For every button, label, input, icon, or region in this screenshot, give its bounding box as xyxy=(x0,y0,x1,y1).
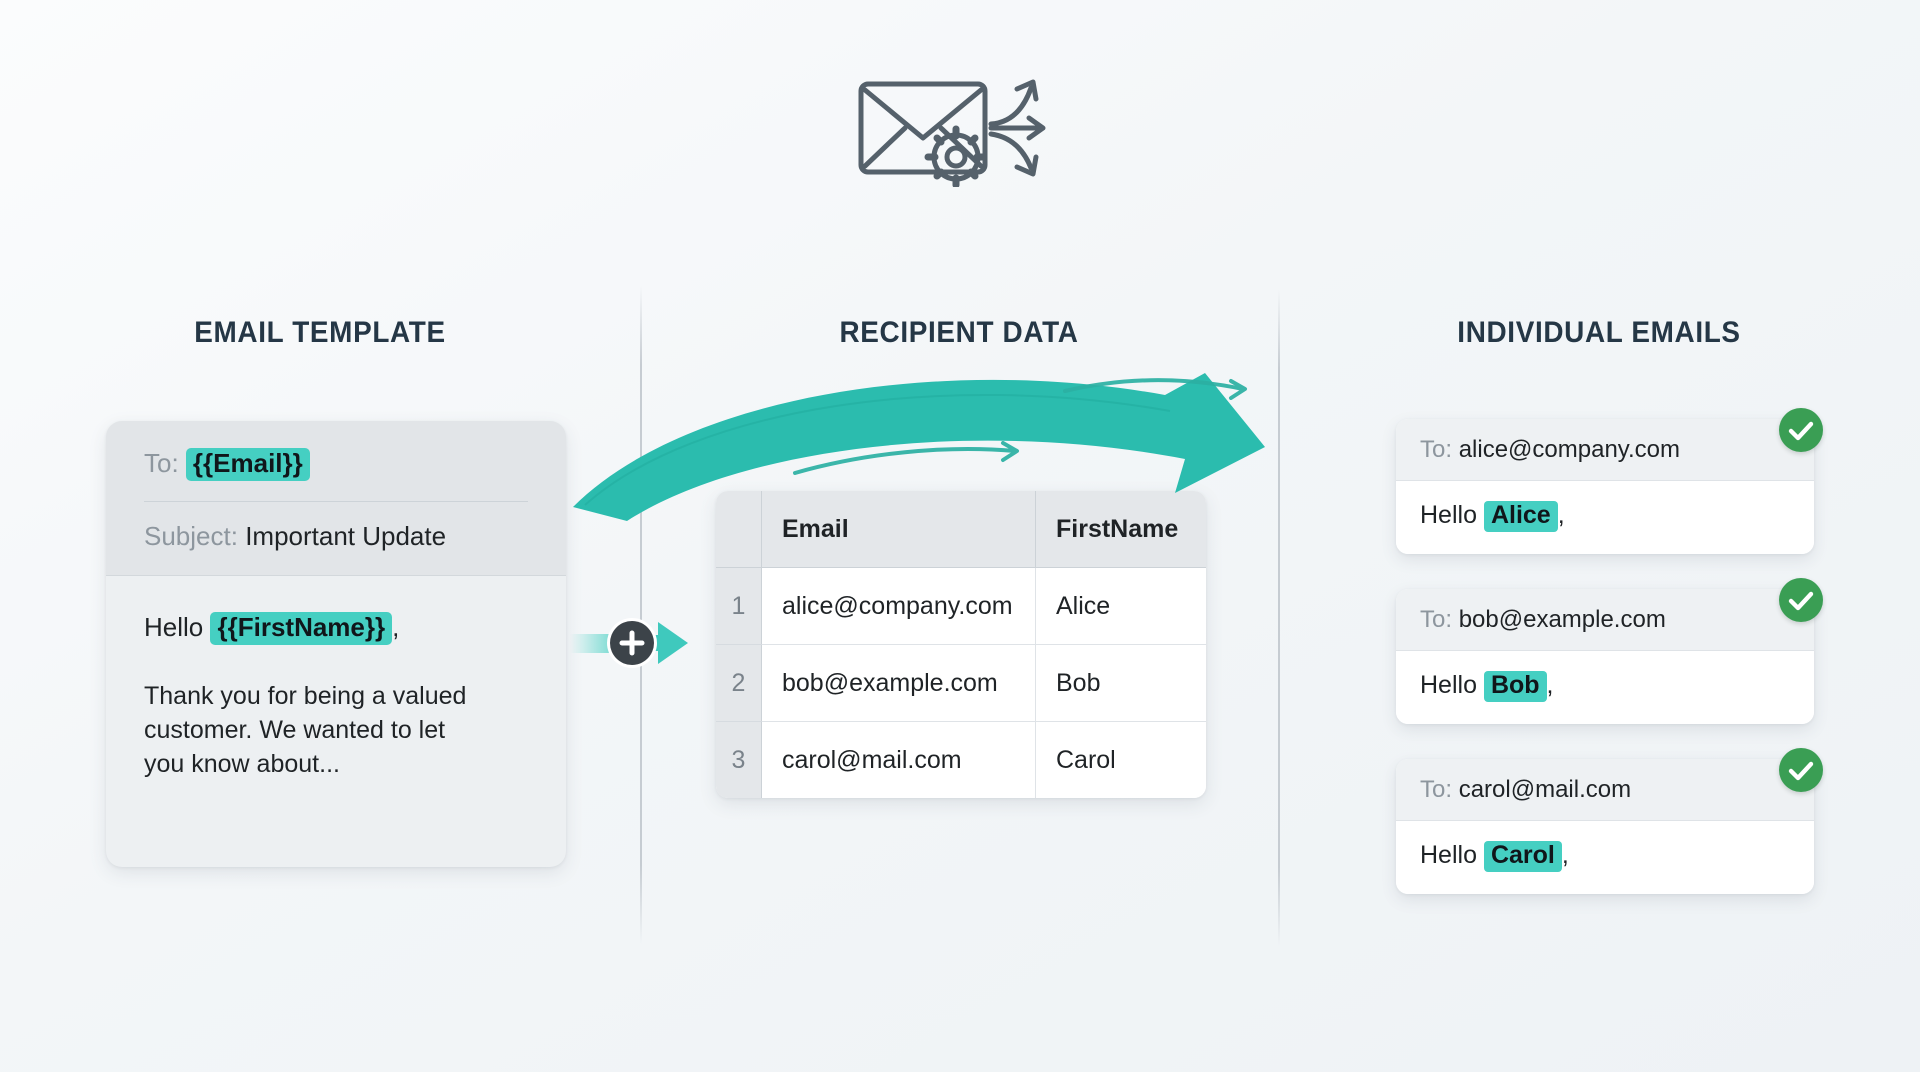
output-merged-name: Carol xyxy=(1483,841,1562,872)
template-to-label: To: xyxy=(144,448,179,478)
output-to-label: To: xyxy=(1420,776,1453,803)
sent-check-icon xyxy=(1779,578,1823,622)
template-header: To: {{Email}} Subject: Important Update xyxy=(106,421,566,576)
table-row[interactable]: 3 carol@mail.com Carol xyxy=(716,721,1206,798)
template-greeting-prefix: Hello xyxy=(144,611,204,642)
cell-email[interactable]: carol@mail.com xyxy=(761,721,1036,798)
template-greeting-line: Hello {{FirstName}}, xyxy=(144,611,528,645)
output-merged-name: Bob xyxy=(1483,671,1547,702)
template-to-token[interactable]: {{Email}} xyxy=(185,448,310,482)
email-template-card[interactable]: To: {{Email}} Subject: Important Update … xyxy=(106,421,566,867)
output-greeting-prefix: Hello xyxy=(1420,841,1477,869)
individual-email-card[interactable]: To: alice@company.com Hello Alice, xyxy=(1396,419,1814,554)
template-header-rule xyxy=(144,501,528,503)
heading-recipient-data: RECIPIENT DATA xyxy=(839,316,1079,349)
merge-flow-arrow-icon xyxy=(565,355,1415,525)
heading-individual-emails: INDIVIDUAL EMAILS xyxy=(1457,316,1741,349)
output-to-value: bob@example.com xyxy=(1458,606,1666,633)
sent-check-icon xyxy=(1779,408,1823,452)
output-greeting-row: Hello Carol, xyxy=(1396,821,1814,894)
envelope-gear-distribute-icon xyxy=(855,62,1065,189)
output-greeting-suffix: , xyxy=(1546,671,1554,699)
row-index: 2 xyxy=(716,644,762,722)
divider-data-output xyxy=(1278,290,1280,946)
template-body: Hello {{FirstName}}, Thank you for being… xyxy=(106,576,566,781)
heading-email-template: EMAIL TEMPLATE xyxy=(194,316,446,349)
individual-email-card[interactable]: To: bob@example.com Hello Bob, xyxy=(1396,589,1814,724)
template-greeting-suffix: , xyxy=(392,611,400,642)
output-greeting-suffix: , xyxy=(1557,501,1565,529)
output-to-label: To: xyxy=(1420,606,1453,633)
row-index: 1 xyxy=(716,567,762,645)
template-firstname-token[interactable]: {{FirstName}} xyxy=(210,611,393,645)
output-greeting-row: Hello Alice, xyxy=(1396,481,1814,554)
output-to-row: To: bob@example.com xyxy=(1396,589,1814,651)
cell-firstname[interactable]: Alice xyxy=(1035,567,1206,645)
output-to-row: To: alice@company.com xyxy=(1396,419,1814,481)
output-to-row: To: carol@mail.com xyxy=(1396,759,1814,821)
output-greeting-row: Hello Bob, xyxy=(1396,651,1814,724)
template-subject-row: Subject: Important Update xyxy=(144,520,528,553)
plus-merge-icon xyxy=(570,598,710,688)
cell-firstname[interactable]: Bob xyxy=(1035,644,1206,722)
output-greeting-suffix: , xyxy=(1561,841,1569,869)
table-row[interactable]: 1 alice@company.com Alice xyxy=(716,567,1206,645)
template-subject-label: Subject: xyxy=(144,521,238,552)
cell-email[interactable]: alice@company.com xyxy=(761,567,1036,645)
cell-email[interactable]: bob@example.com xyxy=(761,644,1036,722)
output-to-value: alice@company.com xyxy=(1458,436,1681,463)
table-header-index xyxy=(716,491,762,568)
template-to-row: To: {{Email}} xyxy=(144,447,528,482)
individual-email-card[interactable]: To: carol@mail.com Hello Carol, xyxy=(1396,759,1814,894)
output-merged-name: Alice xyxy=(1483,501,1558,532)
template-subject-value: Important Update xyxy=(245,521,447,552)
output-to-value: carol@mail.com xyxy=(1458,776,1632,803)
output-greeting-prefix: Hello xyxy=(1420,671,1477,699)
output-to-label: To: xyxy=(1420,436,1453,463)
divider-template-data xyxy=(640,286,642,944)
template-body-text: Thank you for being a valued customer. W… xyxy=(144,681,467,778)
table-row[interactable]: 2 bob@example.com Bob xyxy=(716,644,1206,722)
output-greeting-prefix: Hello xyxy=(1420,501,1477,529)
recipient-data-table[interactable]: Email FirstName 1 alice@company.com Alic… xyxy=(716,491,1206,798)
table-header-email[interactable]: Email xyxy=(761,491,1036,568)
cell-firstname[interactable]: Carol xyxy=(1035,721,1206,798)
table-header-row: Email FirstName xyxy=(716,491,1206,568)
table-header-firstname[interactable]: FirstName xyxy=(1035,491,1206,568)
row-index: 3 xyxy=(716,721,762,798)
sent-check-icon xyxy=(1779,748,1823,792)
